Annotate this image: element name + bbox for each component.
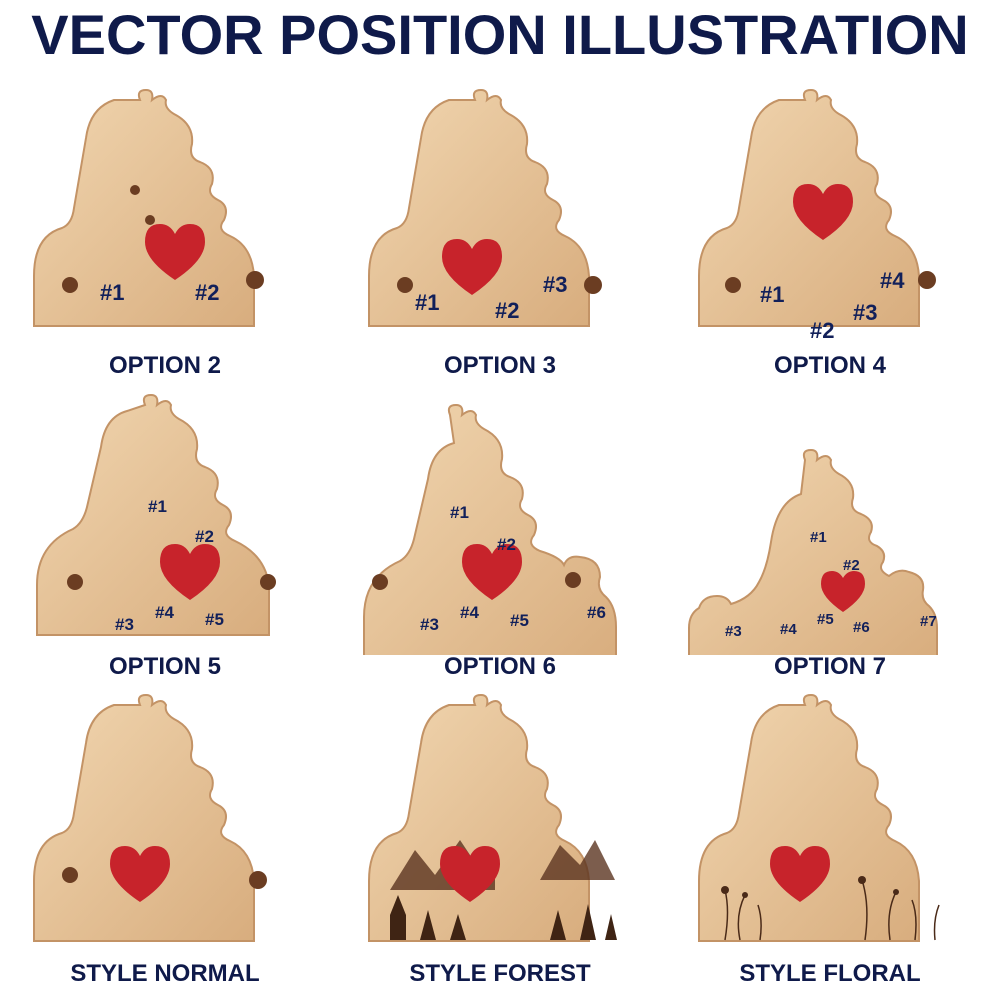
giraffe-puzzle-illustration <box>698 693 940 942</box>
giraffe-puzzle-illustration: #1 #2 #3 #4 #5 #6 #7 <box>688 448 938 655</box>
panel-caption: STYLE FLORAL <box>739 960 921 987</box>
panel-option-3: #1 #2 #3 OPTION 3 <box>335 80 665 380</box>
position-number: #2 <box>195 527 214 546</box>
heart-icon <box>821 571 865 612</box>
heart-icon <box>145 224 205 280</box>
panel-option-5: #1 #2 #3 #4 #5 OPTION 5 <box>0 390 330 690</box>
giraffe-puzzle-illustration: #1 #2 #3 #4 #5 #6 <box>363 403 617 655</box>
position-number: #4 <box>880 268 905 293</box>
giraffe-puzzle-illustration: #1 #2 #3 #4 <box>698 88 936 343</box>
giraffe-puzzle-illustration: #1 #2 #3 <box>368 88 602 327</box>
position-number: #5 <box>817 611 834 628</box>
panel-caption: OPTION 3 <box>443 352 557 379</box>
position-number: #1 <box>148 497 167 516</box>
position-number: #2 <box>810 318 834 343</box>
position-number: #2 <box>495 298 519 323</box>
heart-icon <box>462 544 522 600</box>
heart-icon <box>770 846 830 902</box>
panel-option-6: #1 #2 #3 #4 #5 #6 OPTION 6 <box>335 390 665 690</box>
panel-style-forest: STYLE FOREST <box>335 690 665 990</box>
position-number: #6 <box>853 619 870 636</box>
floral-engraving <box>724 879 940 941</box>
position-number: #3 <box>115 615 134 634</box>
panel-option-7: #1 #2 #3 #4 #5 #6 #7 OPTION 7 <box>665 390 995 690</box>
position-number: #3 <box>543 272 567 297</box>
position-number: #1 <box>450 503 469 522</box>
position-number: #6 <box>587 603 606 622</box>
giraffe-silhouette <box>33 693 255 942</box>
giraffe-silhouette <box>33 88 255 327</box>
position-number: #7 <box>920 613 937 630</box>
giraffe-silhouette <box>368 88 590 327</box>
panel-style-floral: STYLE FLORAL <box>665 690 995 990</box>
position-number: #2 <box>195 280 219 305</box>
panel-caption: OPTION 7 <box>773 653 887 680</box>
giraffe-puzzle-illustration: #1 #2 <box>33 88 264 327</box>
heart-icon <box>793 184 853 240</box>
panel-caption: STYLE FOREST <box>409 960 591 987</box>
panel-caption: OPTION 6 <box>443 653 557 680</box>
position-number: #4 <box>460 603 479 622</box>
panel-caption: OPTION 5 <box>108 653 222 680</box>
position-number: #4 <box>155 603 174 622</box>
giraffe-silhouette <box>698 693 920 942</box>
giraffe-puzzle-illustration: #1 #2 #3 #4 #5 <box>36 393 276 636</box>
position-number: #3 <box>420 615 439 634</box>
panel-option-4: #1 #2 #3 #4 OPTION 4 <box>665 80 995 380</box>
tree-engraving <box>390 895 617 940</box>
position-number: #1 <box>100 280 124 305</box>
position-number: #2 <box>843 557 860 574</box>
panel-caption: OPTION 2 <box>108 352 222 379</box>
giraffe-silhouette <box>363 403 617 655</box>
panel-option-2: #1 #2 OPTION 2 <box>0 80 330 380</box>
heart-icon <box>160 544 220 600</box>
position-number: #4 <box>780 621 797 638</box>
position-number: #1 <box>415 290 439 315</box>
panel-style-normal: STYLE NORMAL <box>0 690 330 990</box>
giraffe-silhouette <box>368 693 590 942</box>
position-number: #1 <box>810 529 827 546</box>
panel-caption: STYLE NORMAL <box>70 960 260 987</box>
heart-icon <box>442 239 502 295</box>
giraffe-puzzle-illustration <box>33 693 267 942</box>
giraffe-silhouette <box>688 448 938 655</box>
giraffe-puzzle-illustration <box>368 693 617 942</box>
panel-caption: OPTION 4 <box>773 352 887 379</box>
position-number: #3 <box>725 623 742 640</box>
page-title: VECTOR POSITION ILLUSTRATION <box>31 3 969 66</box>
heart-icon <box>110 846 170 902</box>
heart-icon <box>440 846 500 902</box>
position-number: #3 <box>853 300 877 325</box>
position-number: #2 <box>497 535 516 554</box>
position-number: #5 <box>205 610 224 629</box>
position-number: #5 <box>510 611 529 630</box>
position-number: #1 <box>760 282 784 307</box>
